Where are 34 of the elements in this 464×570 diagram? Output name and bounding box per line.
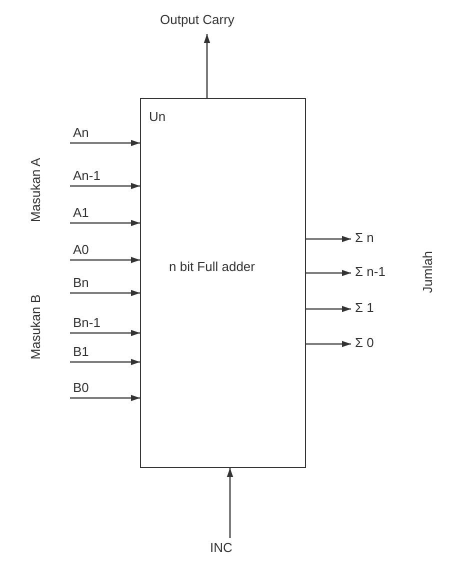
arrow	[226, 468, 234, 538]
arrow	[204, 34, 210, 98]
block-label: n bit Full adder	[169, 259, 256, 275]
edge-label: B1	[73, 344, 89, 360]
arrow	[70, 220, 140, 226]
signal-label: INC	[210, 540, 232, 556]
sum-label: Σ n-1	[355, 264, 386, 280]
edge-label: Bn-1	[73, 315, 100, 331]
edge-label: An	[73, 125, 89, 141]
group-label: Masukan A	[28, 158, 44, 222]
group-label: Masukan B	[28, 294, 44, 360]
arrow	[70, 290, 140, 296]
edge-label: A1	[73, 205, 89, 221]
edge-label: An-1	[73, 168, 100, 184]
edge-label: A0	[73, 242, 89, 258]
sum-label: Σ 0	[355, 335, 374, 351]
sum-label: Σ n	[355, 230, 374, 246]
arrow	[306, 340, 351, 348]
arrow	[70, 358, 140, 366]
pin-label: Un	[149, 109, 166, 125]
arrow	[70, 330, 140, 336]
sum-label: Σ 1	[355, 300, 374, 316]
arrow	[306, 306, 351, 312]
adder-block	[140, 98, 306, 468]
arrow	[70, 140, 140, 146]
edge-label: Bn	[73, 275, 89, 291]
arrow	[70, 256, 140, 264]
signal-label: Output Carry	[160, 12, 234, 28]
arrow	[306, 270, 351, 276]
group-label: Jumlah	[420, 251, 436, 293]
edge-label: B0	[73, 380, 89, 396]
arrow	[306, 236, 351, 242]
arrow	[70, 182, 140, 190]
arrow	[70, 394, 140, 402]
